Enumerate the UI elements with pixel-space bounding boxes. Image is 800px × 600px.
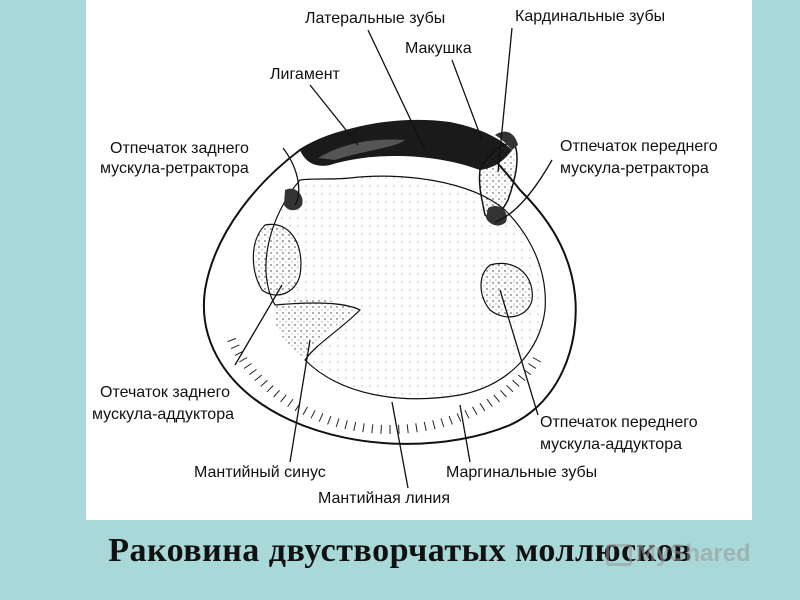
watermark-text: MyShared	[636, 540, 751, 567]
hinge-plate	[300, 119, 512, 170]
marginal-tooth-mark	[230, 344, 240, 350]
leader-cardinal-teeth	[497, 27, 513, 173]
marginal-tooth-mark	[260, 379, 268, 387]
marginal-tooth-mark	[486, 398, 493, 407]
leader-posterior-retractor	[282, 147, 300, 206]
marginal-tooth-mark	[302, 406, 308, 415]
label-posterior-adductor-line1: Отечаток заднего	[100, 384, 231, 401]
marginal-tooth-mark	[415, 423, 418, 433]
mantle-sinus	[274, 298, 358, 358]
marginal-tooth-mark	[234, 350, 244, 356]
anterior-adductor-scar	[480, 262, 533, 318]
marginal-tooth-mark	[287, 398, 294, 407]
label-marginal-teeth: Маргинальные зубы	[446, 464, 598, 481]
posterior-retractor-scar	[284, 188, 303, 211]
watermark-logo-icon	[606, 543, 632, 566]
marginal-tooth-mark	[353, 421, 357, 432]
label-anterior-retractor-line1: Отпечаток переднего	[560, 138, 718, 155]
umbo	[495, 131, 518, 150]
label-mantle-sinus: Мантийный синус	[194, 464, 326, 481]
caption-title: Раковина двустворчатых моллюсков	[108, 532, 692, 569]
marginal-tooth-mark	[406, 424, 409, 434]
marginal-tooth-mark	[479, 402, 486, 412]
marginal-tooth-mark	[327, 415, 332, 425]
marginal-tooth-mark	[464, 410, 470, 419]
anterior-retractor-scar	[486, 205, 507, 226]
marginal-tooth-mark	[506, 385, 514, 393]
marginal-tooth-mark	[423, 421, 427, 432]
leader-mantle-sinus	[289, 339, 311, 463]
marginal-tooth-mark	[500, 389, 507, 398]
marginal-tooth-mark	[318, 413, 324, 422]
marginal-tooth-mark	[398, 424, 400, 434]
ligament	[318, 139, 405, 160]
leader-marginal-teeth	[459, 404, 471, 463]
leader-umbo	[451, 59, 483, 141]
marginal-tooth-mark	[362, 423, 365, 433]
marginal-tooth-mark	[517, 374, 526, 381]
marginal-tooth-mark	[432, 420, 436, 430]
leader-ligament	[309, 84, 359, 146]
label-cardinal-teeth: Кардинальные зубы	[515, 8, 666, 25]
label-posterior-retractor-line1: Отпечаток заднего	[110, 140, 249, 157]
label-anterior-adductor-line1: Отпечаток переднего	[540, 414, 698, 431]
label-umbo: Макушка	[405, 40, 472, 57]
marginal-tooth-mark	[239, 357, 248, 363]
label-lateral-teeth: Латеральные зубы	[305, 10, 446, 27]
marginal-tooth-mark	[280, 394, 287, 403]
leader-lines	[234, 27, 553, 489]
marginal-tooth-mark	[532, 357, 541, 363]
label-posterior-adductor-line2: мускула-аддуктора	[92, 406, 234, 423]
watermark: MyShared	[606, 540, 751, 568]
marginal-teeth-marks	[227, 337, 541, 434]
leader-anterior-adductor	[499, 289, 539, 416]
marginal-tooth-mark	[440, 418, 445, 428]
label-anterior-adductor-line2: мускула-аддуктора	[540, 436, 682, 453]
marginal-tooth-mark	[310, 410, 316, 419]
marginal-tooth-mark	[243, 363, 252, 369]
label-posterior-retractor-line2: мускула-ретрактора	[100, 160, 249, 177]
marginal-tooth-mark	[266, 385, 274, 393]
marginal-tooth-mark	[335, 418, 340, 428]
marginal-tooth-mark	[512, 379, 520, 387]
marginal-tooth-mark	[273, 389, 280, 398]
leader-anterior-retractor	[494, 159, 553, 223]
leader-posterior-adductor	[234, 284, 283, 366]
marginal-tooth-mark	[344, 420, 348, 430]
marginal-tooth-mark	[493, 394, 500, 403]
marginal-tooth-mark	[380, 424, 382, 434]
leader-lateral-teeth	[367, 29, 426, 151]
marginal-tooth-mark	[528, 363, 537, 369]
marginal-tooth-mark	[254, 374, 263, 381]
marginal-tooth-mark	[371, 424, 374, 434]
label-ligament: Лигамент	[270, 66, 340, 83]
posterior-adductor-scar	[252, 223, 302, 296]
label-mantle-line: Мантийная линия	[318, 490, 450, 507]
marginal-tooth-mark	[248, 368, 257, 376]
leader-mantle-line	[391, 401, 409, 489]
marginal-tooth-mark	[227, 337, 237, 343]
marginal-tooth-mark	[456, 413, 462, 422]
marginal-tooth-mark	[472, 406, 478, 415]
label-anterior-retractor-line2: мускула-ретрактора	[560, 160, 709, 177]
marginal-tooth-mark	[448, 415, 453, 425]
